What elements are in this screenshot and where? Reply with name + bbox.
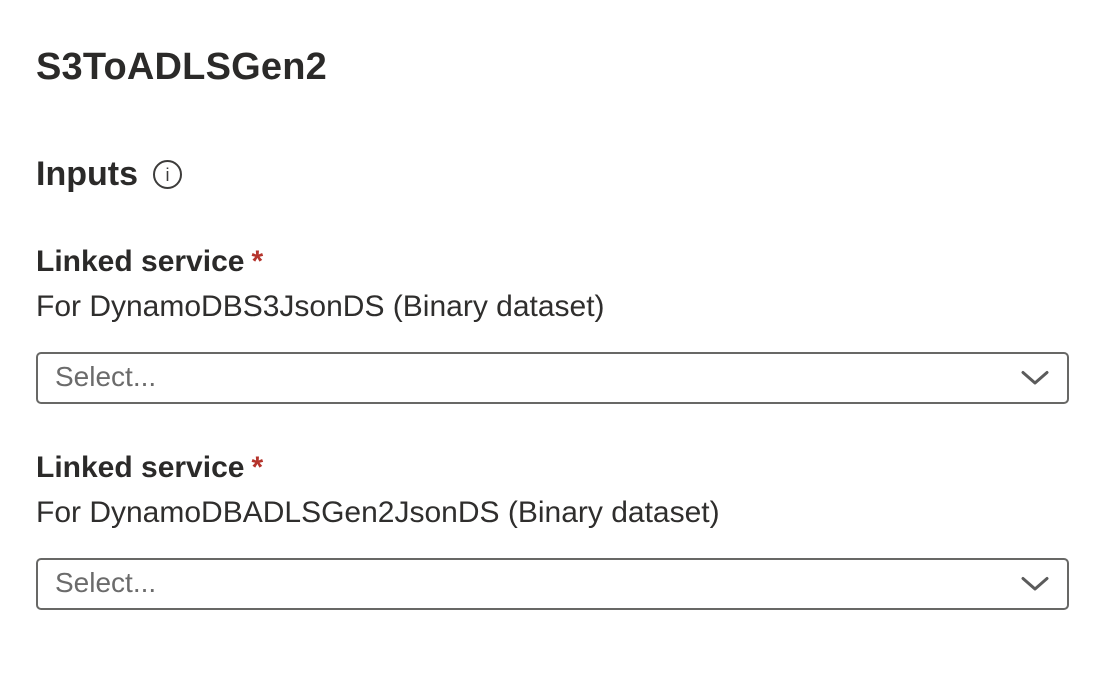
info-icon[interactable]: i [152,160,182,190]
chevron-down-icon [1021,576,1049,592]
field-description: For DynamoDBADLSGen2JsonDS (Binary datas… [36,496,720,530]
linked-service-dropdown-1[interactable]: Select... [36,352,1069,405]
linked-service-label-text: Linked service [36,451,245,485]
required-asterisk: * [251,245,264,279]
linked-service-label-text: Linked service [36,245,245,279]
page-title: S3ToADLSGen2 [36,46,327,88]
dropdown-placeholder: Select... [55,566,157,598]
linked-service-label: Linked service* [36,244,1069,280]
chevron-down-icon [1021,370,1049,386]
field-description: For DynamoDBS3JsonDS (Binary dataset) [36,290,605,324]
inputs-section-heading: Inputs [36,154,138,193]
linked-service-dropdown-2[interactable]: Select... [36,558,1069,611]
inputs-heading-row: Inputs i [36,154,1069,195]
linked-service-label: Linked service* [36,450,1069,486]
dropdown-placeholder: Select... [55,360,157,392]
required-asterisk: * [251,451,264,485]
linked-service-field-1: Linked service* For DynamoDBS3JsonDS (Bi… [36,244,1069,405]
linked-service-field-2: Linked service* For DynamoDBADLSGen2Json… [36,450,1069,611]
template-inputs-panel: S3ToADLSGen2 Inputs i Linked service* Fo… [0,44,1114,611]
